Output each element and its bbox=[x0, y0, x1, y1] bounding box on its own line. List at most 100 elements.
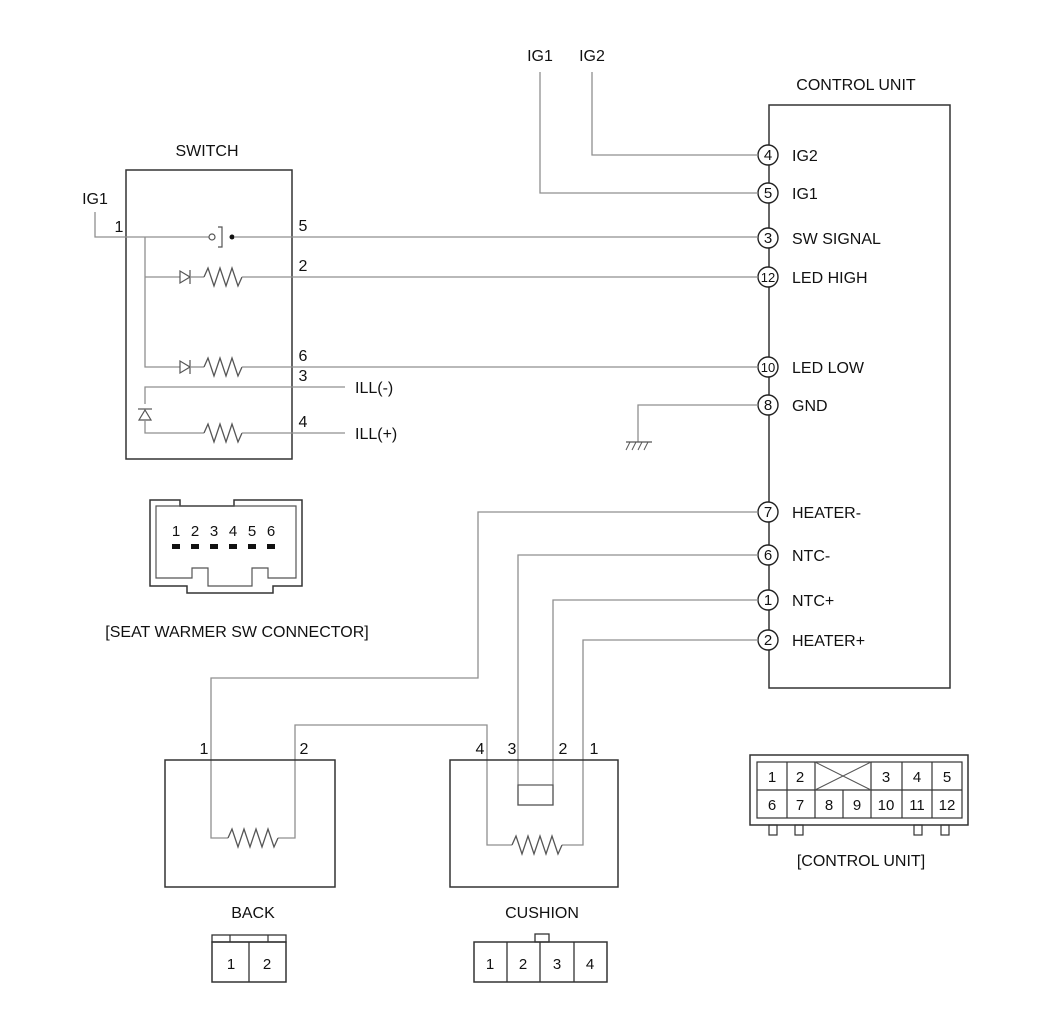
cu-pin-label-ig1: IG1 bbox=[792, 186, 818, 203]
sw-conn-pin-1: 1 bbox=[172, 523, 180, 540]
switch-pin-5: 5 bbox=[299, 218, 308, 235]
svg-text:5: 5 bbox=[764, 185, 772, 202]
wire-back-to-cushion bbox=[278, 724, 512, 846]
control-unit-title: CONTROL UNIT bbox=[796, 77, 916, 94]
led-low-diode-icon bbox=[179, 359, 192, 375]
sw-conn-pin-4: 4 bbox=[229, 523, 237, 540]
wire-ntc-minus bbox=[517, 554, 758, 806]
cu-conn-pin-1: 1 bbox=[768, 769, 776, 786]
ill-diode-icon bbox=[137, 408, 153, 421]
wire-ill-minus bbox=[144, 386, 345, 404]
wire-ntc-plus bbox=[552, 599, 758, 790]
sw-conn-pin-6: 6 bbox=[267, 523, 275, 540]
cushion-pin-3: 3 bbox=[508, 741, 517, 758]
cushion-heater-resistor-icon bbox=[511, 833, 563, 857]
sw-connector-icon bbox=[149, 499, 303, 594]
cushion-conn-pin-2: 2 bbox=[519, 956, 527, 973]
cu-pin-3: 3 SW SIGNAL bbox=[757, 227, 881, 249]
switch-pin-2: 2 bbox=[299, 258, 308, 275]
cushion-heater-box bbox=[449, 759, 619, 888]
led-high-resistor-icon bbox=[203, 265, 243, 289]
back-heater-resistor-icon bbox=[227, 826, 279, 850]
switch-pin-4: 4 bbox=[299, 414, 308, 431]
switch-box bbox=[125, 169, 293, 460]
sw-conn-pin-5: 5 bbox=[248, 523, 256, 540]
back-conn-pin-2: 2 bbox=[263, 956, 271, 973]
cu-pin-label-heater-plus: HEATER+ bbox=[792, 633, 865, 650]
wire-ig2 bbox=[591, 72, 758, 156]
wire-seg bbox=[144, 420, 204, 434]
cushion-conn-pin-3: 3 bbox=[553, 956, 561, 973]
back-label: BACK bbox=[231, 905, 275, 922]
cu-conn-pin-12: 12 bbox=[939, 797, 956, 814]
cu-pin-12: 12 LED HIGH bbox=[757, 266, 868, 288]
cu-conn-pin-7: 7 bbox=[796, 797, 804, 814]
cushion-pin-2: 2 bbox=[559, 741, 568, 758]
wire-ig1 bbox=[539, 72, 758, 194]
cu-pin-label-sw-signal: SW SIGNAL bbox=[792, 231, 881, 248]
switch-ig1-label: IG1 bbox=[82, 191, 108, 208]
switch-title: SWITCH bbox=[175, 143, 238, 160]
cu-pin-7: 7 HEATER- bbox=[757, 501, 861, 523]
cu-pin-label-ntc-plus: NTC+ bbox=[792, 593, 834, 610]
cu-pin-label-led-high: LED HIGH bbox=[792, 270, 868, 287]
led-high-diode-icon bbox=[179, 269, 192, 285]
cu-pin-6: 6 NTC- bbox=[757, 544, 830, 566]
cu-conn-pin-8: 8 bbox=[825, 797, 833, 814]
ill-resistor-icon bbox=[203, 421, 243, 445]
sw-conn-pin-2: 2 bbox=[191, 523, 199, 540]
cu-pin-1: 1 NTC+ bbox=[757, 589, 834, 611]
cu-connector-icon bbox=[749, 754, 969, 836]
supply-ig1-label: IG1 bbox=[527, 48, 553, 65]
ntc-sensor-icon bbox=[517, 784, 554, 806]
sw-conn-pin-3: 3 bbox=[210, 523, 218, 540]
cushion-connector-icon bbox=[473, 933, 608, 983]
cushion-conn-pin-4: 4 bbox=[586, 956, 594, 973]
cu-pin-label-gnd: GND bbox=[792, 398, 828, 415]
cu-conn-pin-9: 9 bbox=[853, 797, 861, 814]
cu-pin-label-ig2: IG2 bbox=[792, 148, 818, 165]
cu-pin-label-led-low: LED LOW bbox=[792, 360, 865, 377]
switch-pin-3: 3 bbox=[299, 368, 308, 385]
wire-heater-minus bbox=[210, 511, 758, 839]
back-heater-box bbox=[164, 759, 336, 888]
ground-icon bbox=[625, 441, 652, 451]
switch-pin-1: 1 bbox=[115, 219, 124, 236]
cushion-label: CUSHION bbox=[505, 905, 579, 922]
wire-switch-ig1 bbox=[94, 212, 212, 238]
cu-conn-pin-10: 10 bbox=[878, 797, 895, 814]
cu-conn-pin-11: 11 bbox=[909, 797, 925, 814]
cu-conn-pin-5: 5 bbox=[943, 769, 951, 786]
cu-pin-8: 8 GND bbox=[757, 394, 828, 416]
cu-pin-5: 5 IG1 bbox=[757, 182, 818, 204]
back-conn-pin-1: 1 bbox=[227, 956, 235, 973]
svg-text:6: 6 bbox=[764, 547, 772, 564]
svg-text:1: 1 bbox=[764, 592, 772, 609]
svg-text:2: 2 bbox=[764, 632, 772, 649]
back-pin-2: 2 bbox=[300, 741, 309, 758]
svg-text:8: 8 bbox=[764, 397, 772, 414]
svg-text:4: 4 bbox=[764, 147, 772, 164]
ill-minus-label: ILL(-) bbox=[355, 380, 393, 397]
supply-ig2-label: IG2 bbox=[579, 48, 605, 65]
cushion-conn-pin-1: 1 bbox=[486, 956, 494, 973]
back-connector-icon bbox=[211, 934, 287, 983]
svg-text:12: 12 bbox=[761, 270, 775, 285]
cu-connector-caption: [CONTROL UNIT] bbox=[797, 853, 925, 870]
cu-conn-pin-4: 4 bbox=[913, 769, 921, 786]
cushion-pin-1: 1 bbox=[590, 741, 599, 758]
wire-heater-plus bbox=[562, 639, 758, 846]
svg-text:10: 10 bbox=[761, 360, 775, 375]
cu-conn-pin-2: 2 bbox=[796, 769, 804, 786]
switch-internal-bus bbox=[144, 237, 180, 368]
svg-text:7: 7 bbox=[764, 504, 772, 521]
switch-pin-6: 6 bbox=[299, 348, 308, 365]
cu-pin-label-heater-minus: HEATER- bbox=[792, 505, 861, 522]
cu-conn-pin-3: 3 bbox=[882, 769, 890, 786]
switch-contact-icon bbox=[208, 226, 235, 248]
led-low-resistor-icon bbox=[203, 355, 243, 379]
cu-pin-4: 4 IG2 bbox=[757, 144, 818, 166]
cu-pin-10: 10 LED LOW bbox=[757, 356, 865, 378]
cu-conn-pin-6: 6 bbox=[768, 797, 776, 814]
